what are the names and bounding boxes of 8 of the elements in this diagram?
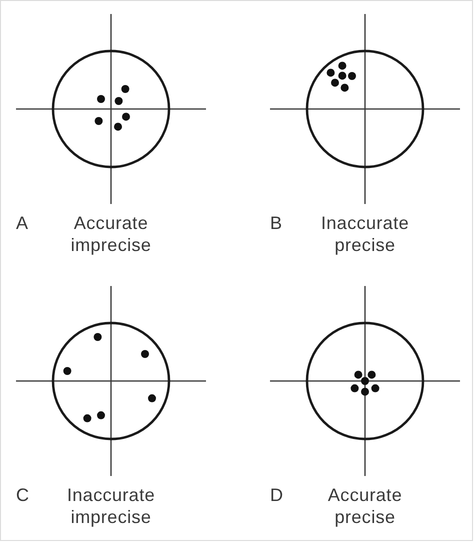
panel-letter: D (270, 484, 284, 506)
panel-letter: B (270, 212, 282, 234)
panel-caption: Inaccurate precise (320, 212, 410, 256)
panel-letter: A (16, 212, 28, 234)
panel-letter: C (16, 484, 30, 506)
panel-caption: Accurate imprecise (70, 212, 152, 256)
panel-caption: Accurate precise (328, 484, 402, 528)
panel-caption: Inaccurate imprecise (66, 484, 156, 528)
